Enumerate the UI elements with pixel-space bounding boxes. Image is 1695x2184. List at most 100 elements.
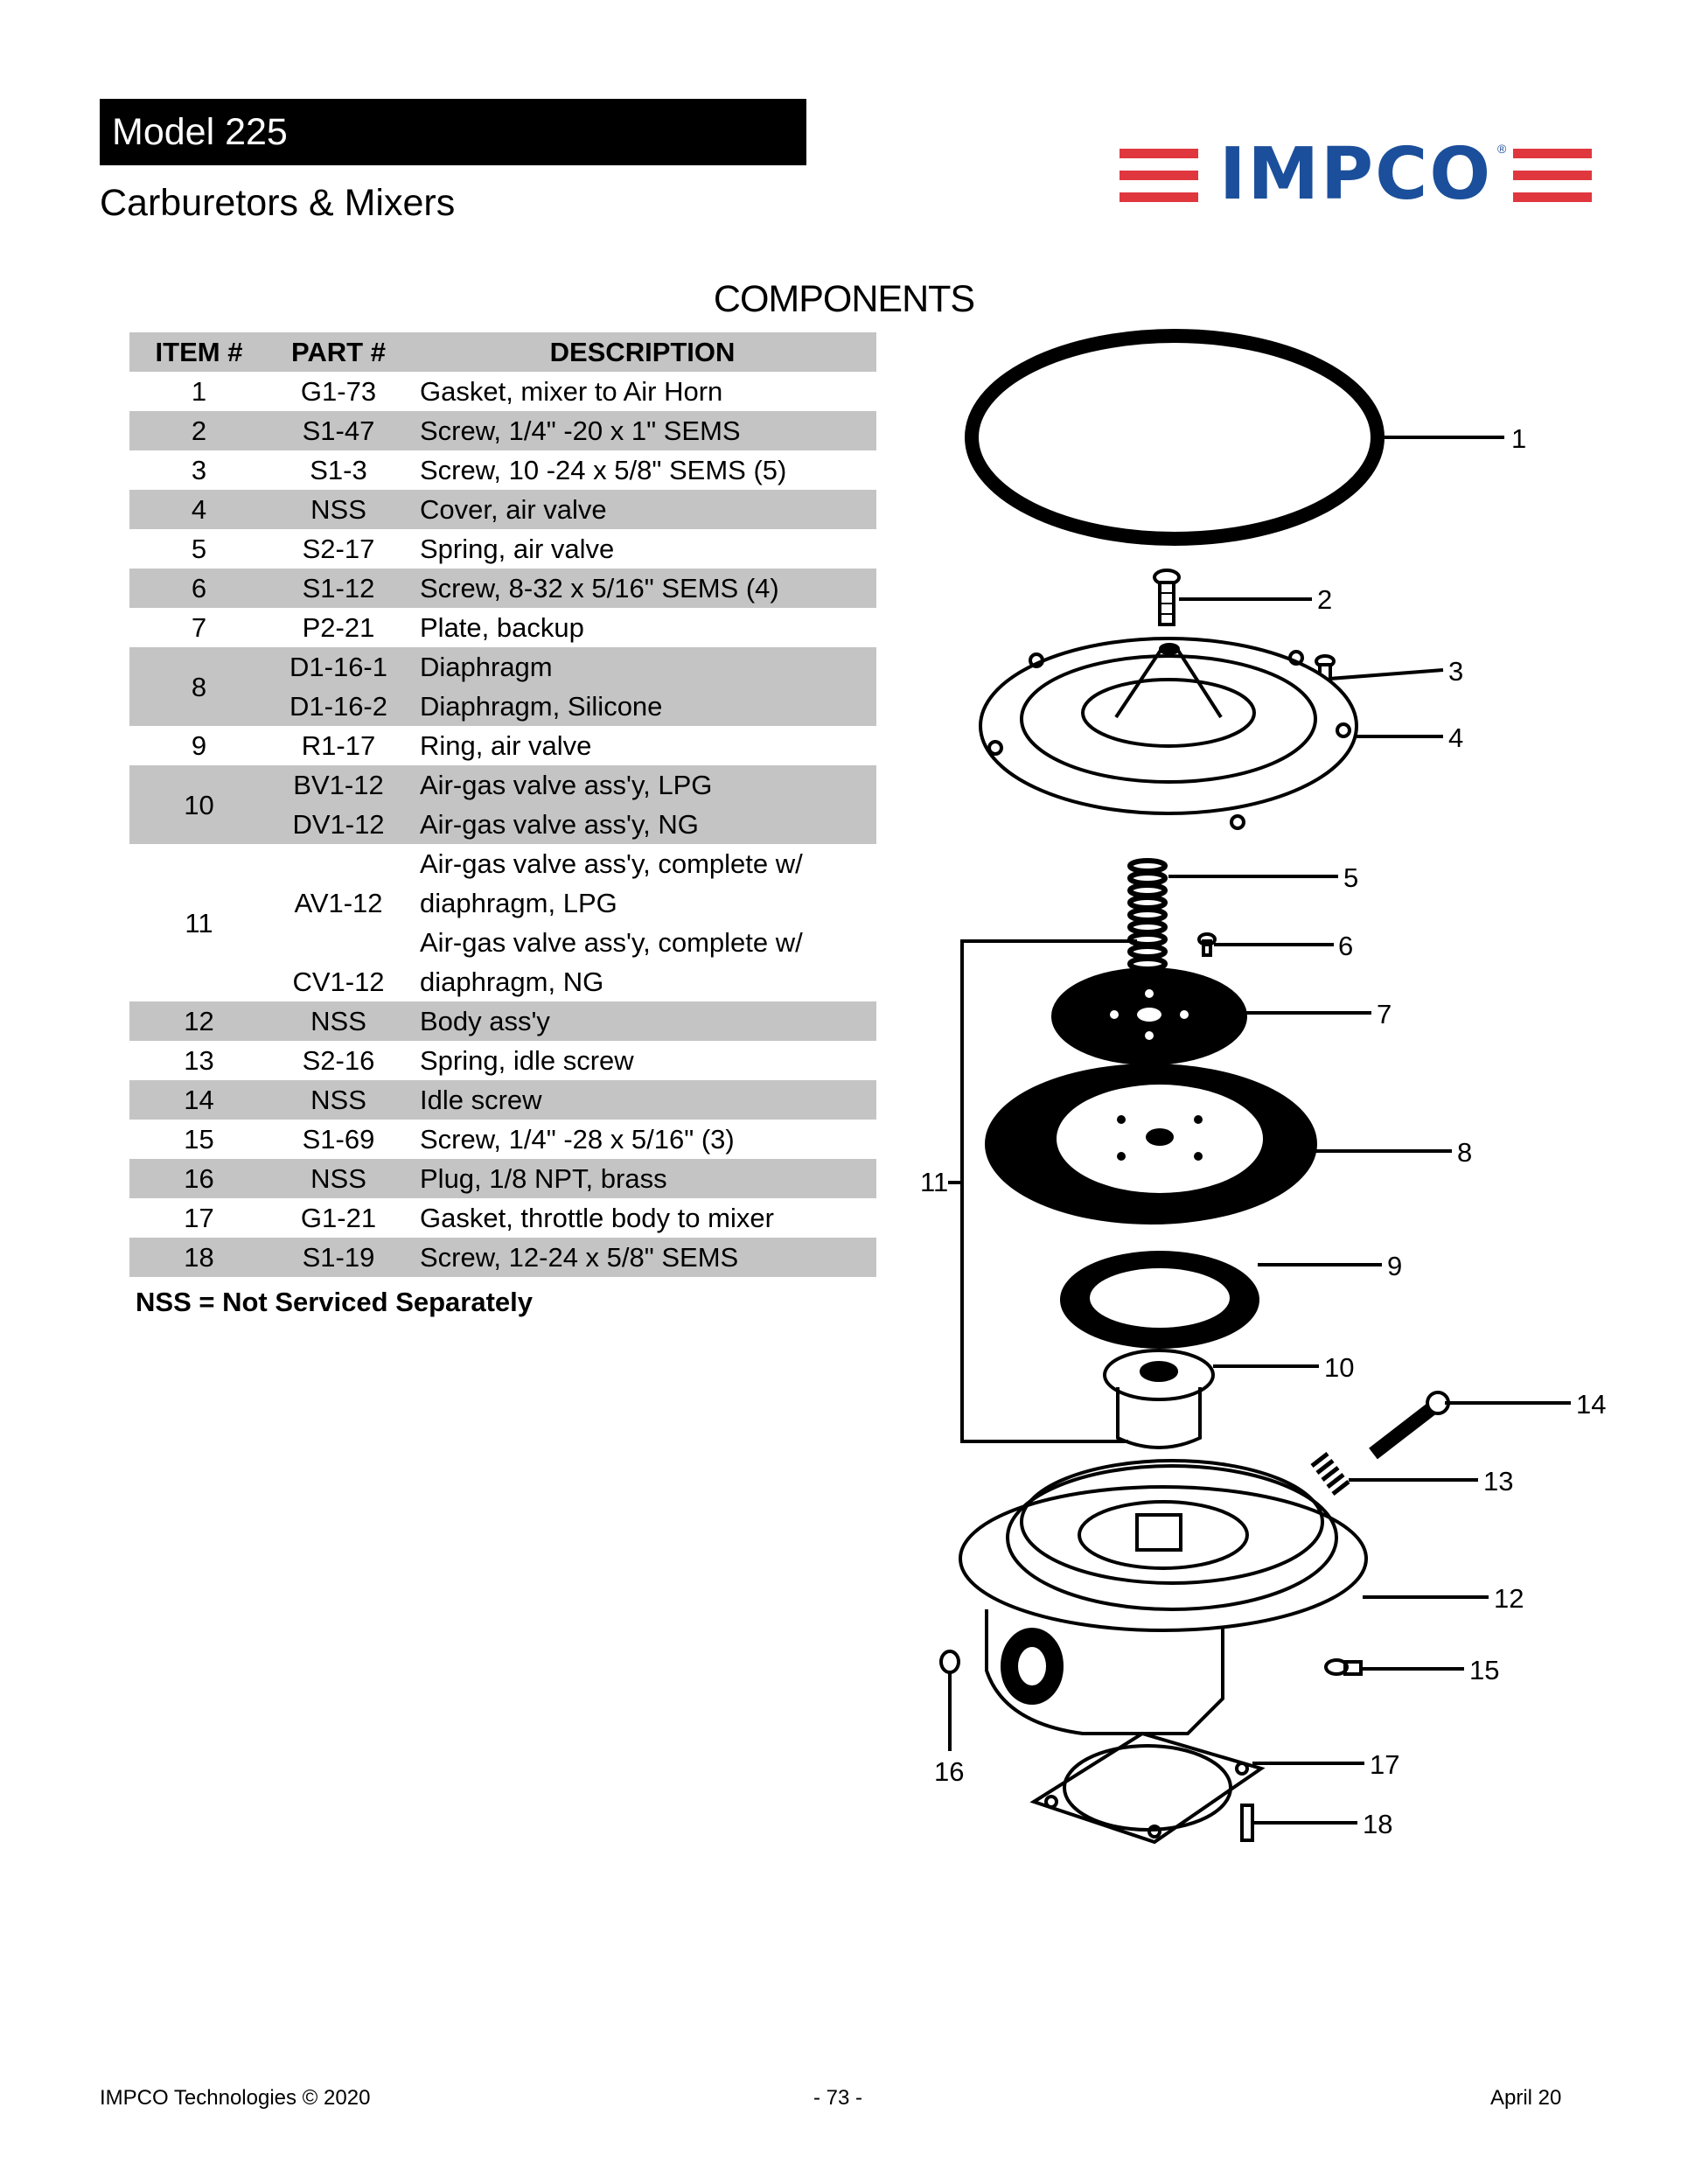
table-row: Air-gas valve ass'y, complete w/ bbox=[129, 923, 876, 962]
part-number: NSS bbox=[269, 1001, 408, 1041]
part-number: CV1-12 bbox=[292, 966, 385, 997]
part-number: S1-47 bbox=[269, 411, 408, 450]
table-row: 3 S1-3 Screw, 10 -24 x 5/8" SEMS (5) bbox=[129, 450, 876, 490]
part-number: NSS bbox=[269, 1080, 408, 1120]
table-row: 10 BV1-12 Air-gas valve ass'y, LPG bbox=[129, 765, 876, 844]
table-row: DV1-12 Air-gas valve ass'y, NG bbox=[129, 805, 876, 844]
table-row: 2 S1-47 Screw, 1/4" -20 x 1" SEMS bbox=[129, 411, 876, 450]
table-row: 1 G1-73 Gasket, mixer to Air Horn bbox=[129, 372, 876, 411]
table-row: 12 NSS Body ass'y bbox=[129, 1001, 876, 1041]
table-row: D1-16-2 Diaphragm, Silicone bbox=[129, 687, 876, 726]
table-row: 18 S1-19 Screw, 12-24 x 5/8" SEMS bbox=[129, 1238, 876, 1277]
item-number: 14 bbox=[129, 1080, 269, 1120]
part-backup-plate bbox=[1051, 967, 1247, 1065]
part-number: BV1-12 bbox=[269, 765, 408, 805]
callout-11: 11 bbox=[920, 1167, 948, 1197]
part-diaphragm bbox=[985, 1064, 1317, 1225]
part-number: DV1-12 bbox=[269, 805, 408, 844]
components-table: ITEM # PART # DESCRIPTION 1 G1-73 Gasket… bbox=[129, 332, 876, 1277]
description: diaphragm, LPG bbox=[420, 888, 617, 918]
description: Air-gas valve ass'y, complete w/ bbox=[420, 848, 803, 879]
part-screw-18 bbox=[1240, 1804, 1254, 1842]
part-number-spacer bbox=[269, 844, 408, 883]
header-item: ITEM # bbox=[129, 332, 269, 372]
item-number: 7 bbox=[191, 612, 207, 643]
table-row: CV1-12 diaphragm, NG bbox=[129, 962, 876, 1001]
description: Screw, 1/4" -28 x 5/16" (3) bbox=[420, 1124, 735, 1155]
part-number: NSS bbox=[269, 490, 408, 529]
item-number: 6 bbox=[129, 569, 269, 608]
item-number: 15 bbox=[184, 1124, 214, 1155]
header-part: PART # bbox=[269, 332, 408, 372]
part-plug bbox=[939, 1650, 960, 1751]
part-number: S2-17 bbox=[302, 534, 375, 564]
description: diaphragm, NG bbox=[420, 966, 604, 997]
table-row: 9 R1-17 Ring, air valve bbox=[129, 726, 876, 765]
callout-8: 8 bbox=[1457, 1137, 1472, 1168]
part-body-assy bbox=[959, 1459, 1368, 1735]
description: Air-gas valve ass'y, NG bbox=[408, 805, 876, 844]
part-air-gas-valve bbox=[1103, 1349, 1215, 1449]
part-number: G1-73 bbox=[300, 376, 377, 407]
callout-12: 12 bbox=[1494, 1583, 1524, 1614]
logo-stripe bbox=[1120, 149, 1198, 158]
part-number: AV1-12 bbox=[294, 888, 383, 918]
callout-7: 7 bbox=[1377, 999, 1392, 1029]
item-number: 10 bbox=[129, 765, 269, 844]
part-number: P2-21 bbox=[302, 612, 375, 643]
part-ring-air-valve bbox=[1060, 1251, 1259, 1349]
callout-16: 16 bbox=[934, 1756, 964, 1787]
model-title: Model 225 bbox=[100, 99, 806, 165]
table-row: AV1-12 diaphragm, LPG bbox=[129, 883, 876, 923]
section-title: COMPONENTS bbox=[713, 278, 975, 320]
part-gasket-ring bbox=[965, 329, 1385, 546]
item-number: 9 bbox=[191, 730, 207, 761]
part-number: NSS bbox=[269, 1159, 408, 1198]
callout-2: 2 bbox=[1317, 584, 1332, 615]
table-row: 17 G1-21 Gasket, throttle body to mixer bbox=[129, 1198, 876, 1238]
description: Air-gas valve ass'y, LPG bbox=[408, 765, 876, 805]
callout-3: 3 bbox=[1448, 656, 1463, 687]
callout-17: 17 bbox=[1370, 1749, 1399, 1780]
callout-14: 14 bbox=[1576, 1389, 1606, 1420]
logo-stripe bbox=[1513, 171, 1592, 180]
callout-5: 5 bbox=[1343, 862, 1358, 893]
part-number: D1-16-1 bbox=[269, 647, 408, 687]
table-row: 7 P2-21 Plate, backup bbox=[129, 608, 876, 647]
part-screw-6 bbox=[1197, 932, 1217, 957]
part-screw-2 bbox=[1153, 569, 1181, 626]
nss-note: NSS = Not Serviced Separately bbox=[136, 1287, 534, 1317]
header-description: DESCRIPTION bbox=[408, 332, 876, 372]
callout-13: 13 bbox=[1483, 1466, 1513, 1497]
callout-18: 18 bbox=[1363, 1809, 1392, 1839]
item-number: 2 bbox=[129, 411, 269, 450]
item-number: 4 bbox=[129, 490, 269, 529]
logo-registered-mark: ® bbox=[1497, 142, 1507, 156]
part-number: S1-69 bbox=[302, 1124, 375, 1155]
part-idle-screw bbox=[1369, 1391, 1450, 1460]
item-number: 3 bbox=[191, 455, 207, 485]
part-number: S1-19 bbox=[269, 1238, 408, 1277]
description: Diaphragm bbox=[408, 647, 876, 687]
callout-4: 4 bbox=[1448, 722, 1463, 753]
logo-stripe bbox=[1120, 171, 1198, 180]
callout-1: 1 bbox=[1511, 423, 1526, 454]
item-number: 12 bbox=[129, 1001, 269, 1041]
part-number: G1-21 bbox=[300, 1203, 377, 1233]
item-number: 8 bbox=[129, 647, 269, 726]
logo-wordmark: IMPCO bbox=[1218, 133, 1493, 216]
item-number: 11 bbox=[185, 907, 213, 938]
table-row: 4 NSS Cover, air valve bbox=[129, 490, 876, 529]
table-row: 5 S2-17 Spring, air valve bbox=[129, 529, 876, 569]
description: Plate, backup bbox=[420, 612, 584, 643]
impco-logo: IMPCO ® bbox=[1120, 133, 1592, 216]
description: Screw, 8-32 x 5/16" SEMS (4) bbox=[408, 569, 876, 608]
item-number: 16 bbox=[129, 1159, 269, 1198]
description: Gasket, throttle body to mixer bbox=[420, 1203, 774, 1233]
item-number: 5 bbox=[191, 534, 207, 564]
part-number: R1-17 bbox=[301, 730, 376, 761]
part-number-spacer bbox=[269, 923, 408, 962]
part-number: D1-16-2 bbox=[269, 687, 408, 726]
page-subtitle: Carburetors & Mixers bbox=[100, 182, 456, 224]
description: Screw, 12-24 x 5/8" SEMS bbox=[408, 1238, 876, 1277]
